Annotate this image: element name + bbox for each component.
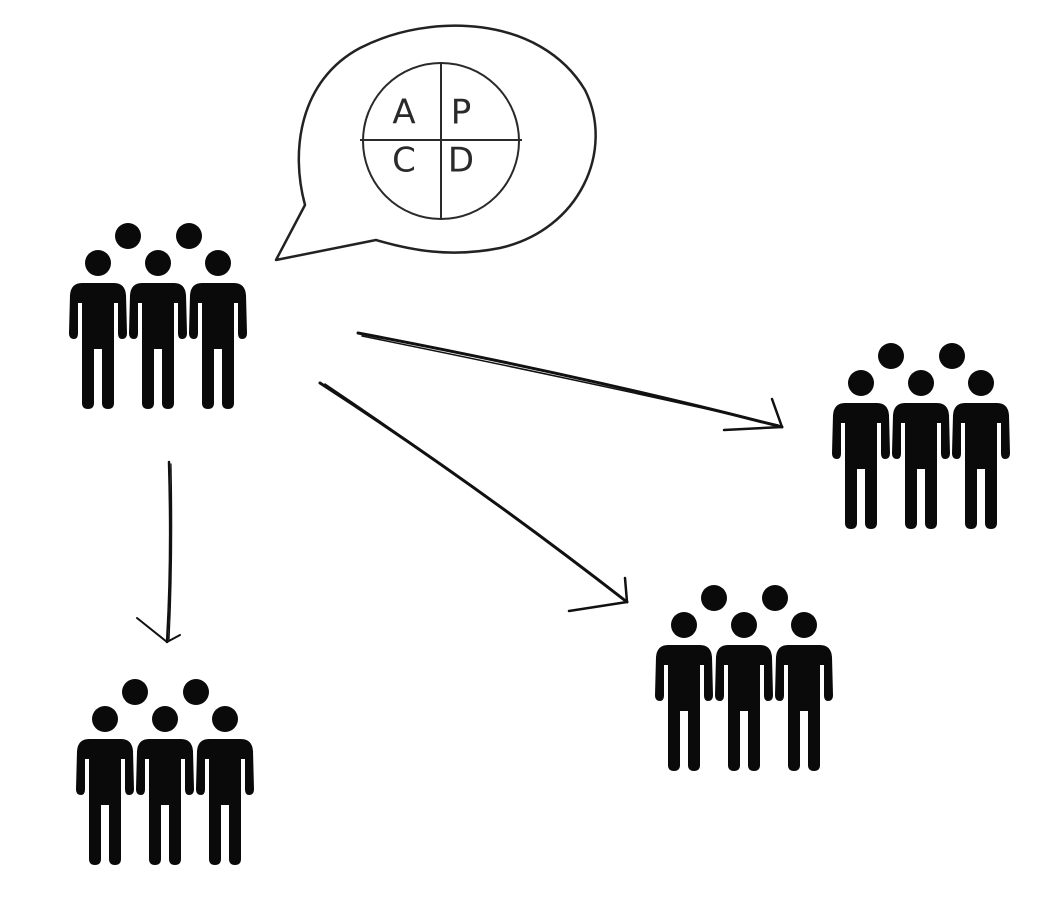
- people-group-target-right: [832, 343, 1010, 529]
- person-head-back-2: [176, 223, 202, 249]
- person-head-back-2: [762, 585, 788, 611]
- speech-bubble: A P C D: [274, 24, 597, 262]
- person-icon-3: [196, 706, 254, 865]
- person-head-back-1: [115, 223, 141, 249]
- person-icon-2: [129, 250, 187, 409]
- person-head-back-2: [939, 343, 965, 369]
- person-icon-3: [775, 612, 833, 771]
- pdca-letter-bottom-left: C: [392, 141, 416, 181]
- pdca-wheel: A P C D: [360, 62, 522, 220]
- person-icon-3: [189, 250, 247, 409]
- person-icon-1: [655, 612, 713, 771]
- arrow-to-middle-group: [318, 381, 629, 613]
- person-icon-2: [136, 706, 194, 865]
- arrow-to-bottom-group: [136, 460, 181, 644]
- people-groups: [69, 223, 1010, 865]
- people-group-source: [69, 223, 247, 409]
- pdca-letter-bottom-right: D: [448, 141, 474, 181]
- person-icon-1: [69, 250, 127, 409]
- person-head-back-2: [183, 679, 209, 705]
- speech-bubble-outline: [274, 24, 597, 262]
- person-icon-2: [715, 612, 773, 771]
- person-icon-1: [76, 706, 134, 865]
- person-icon-3: [952, 370, 1010, 529]
- person-icon-2: [892, 370, 950, 529]
- people-group-target-middle: [655, 585, 833, 771]
- pdca-letter-top-right: P: [451, 93, 472, 133]
- arrow-to-right-group: [356, 331, 784, 432]
- people-group-target-bottom: [76, 679, 254, 865]
- person-head-back-1: [878, 343, 904, 369]
- pdca-letter-top-left: A: [392, 93, 415, 133]
- person-head-back-1: [701, 585, 727, 611]
- person-icon-1: [832, 370, 890, 529]
- person-head-back-1: [122, 679, 148, 705]
- arrows: [136, 331, 784, 644]
